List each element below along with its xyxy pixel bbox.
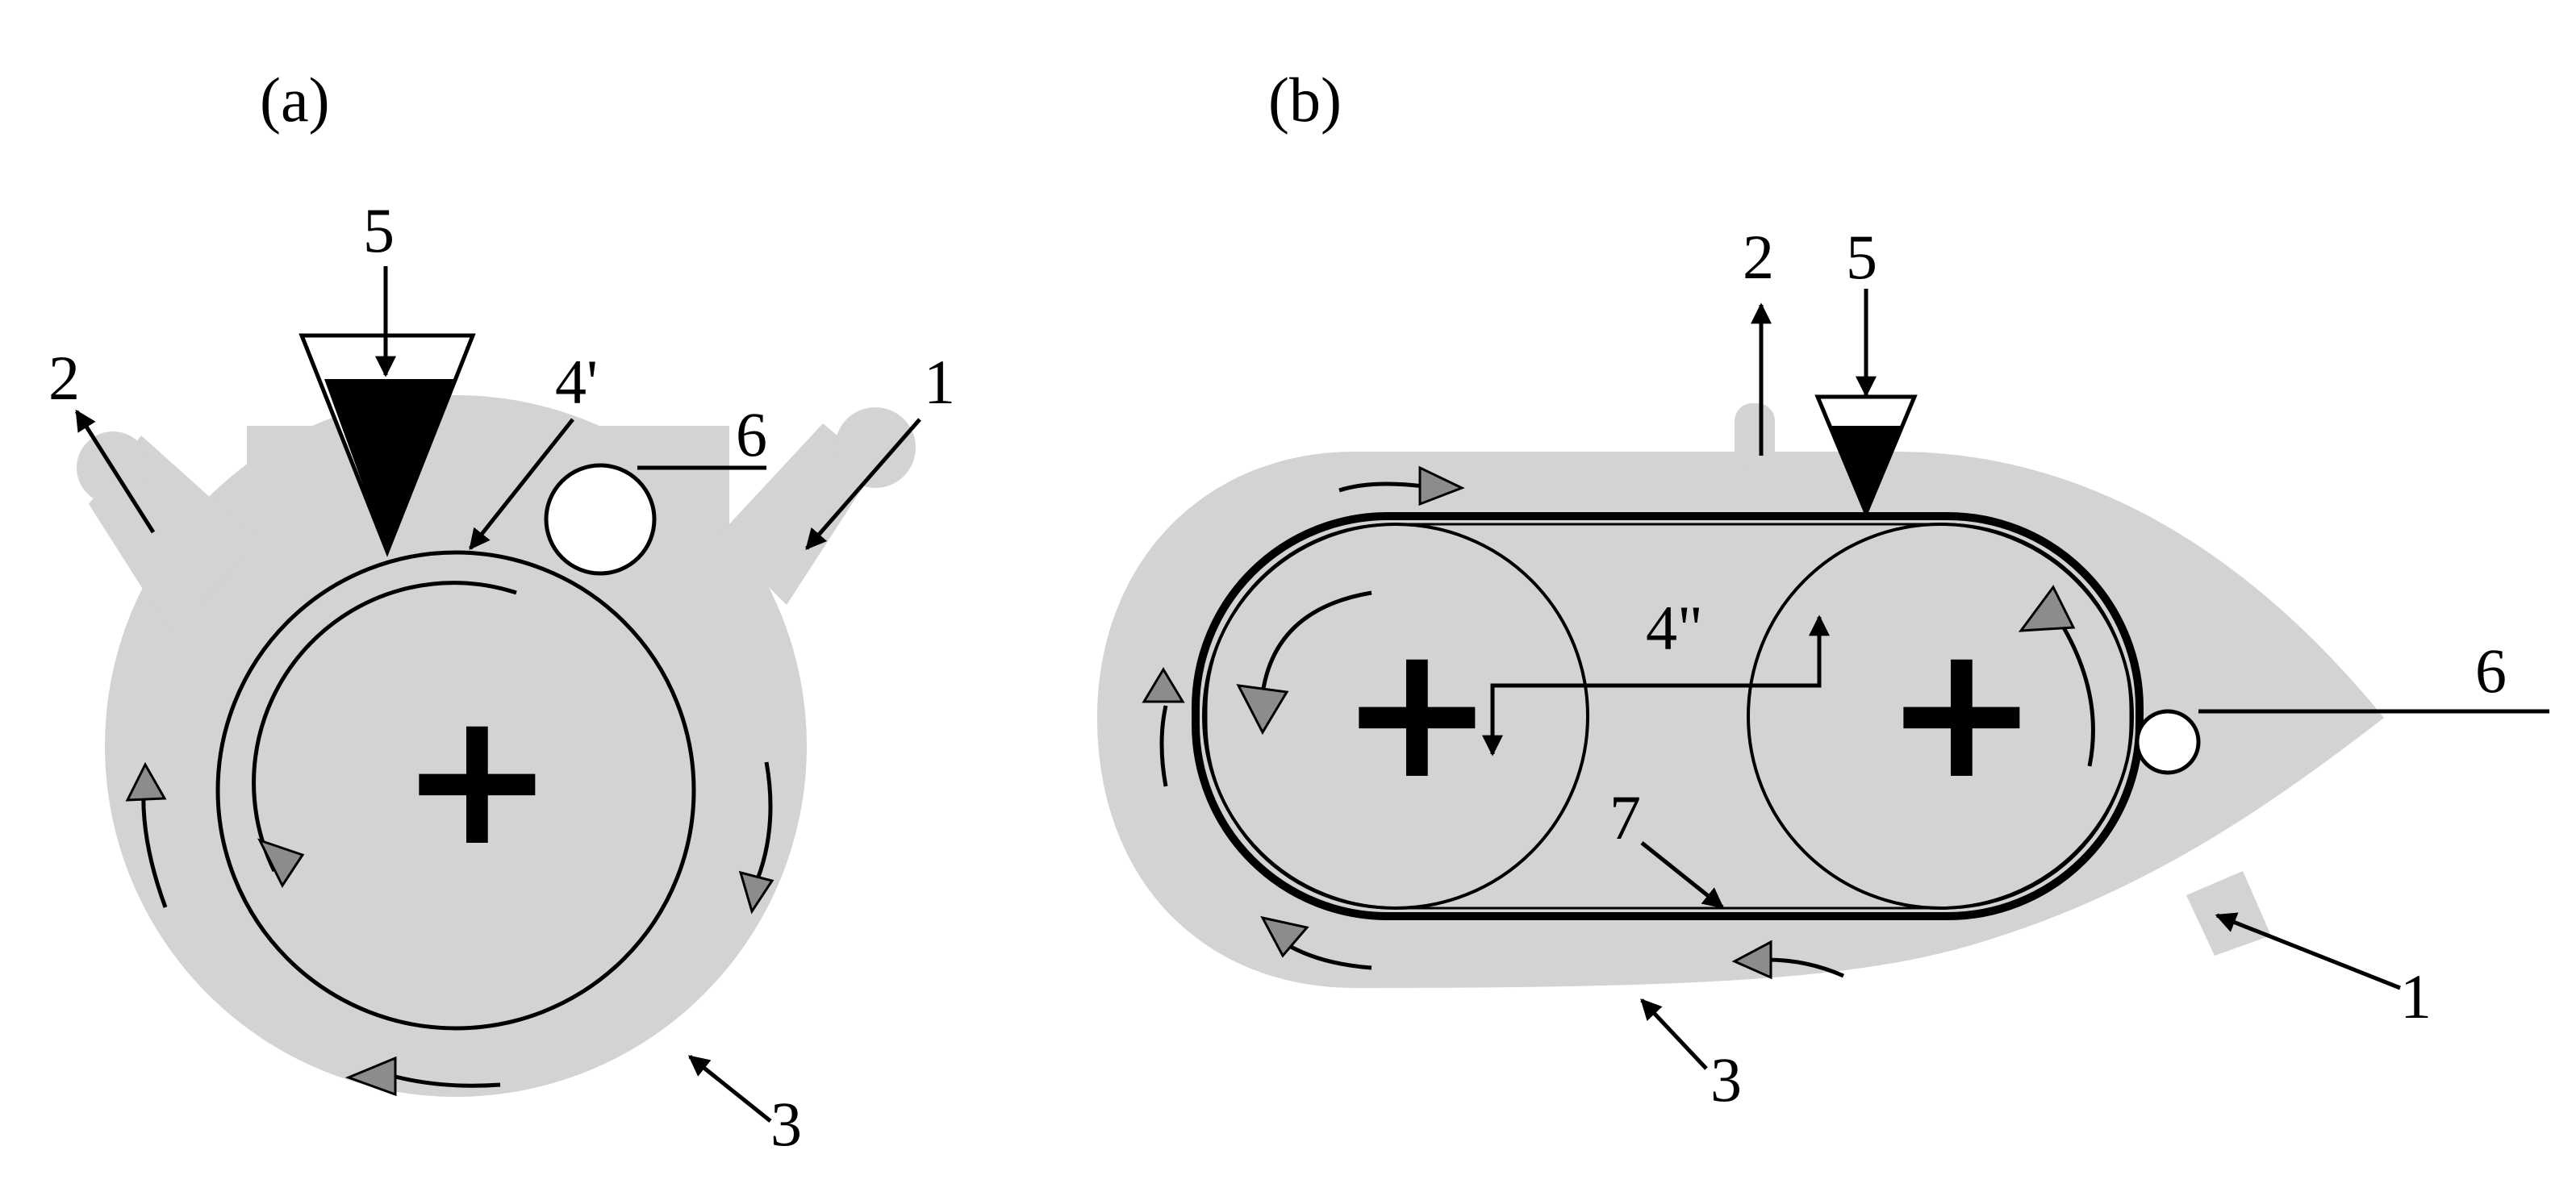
- panel-a-flow-arrowhead-right: [738, 870, 774, 915]
- panel-a-rotation-arrowhead: [257, 838, 305, 888]
- panel-b-label-6: 6: [2475, 636, 2507, 706]
- panel-b-label-2: 2: [1743, 222, 1774, 292]
- panel-a-label-2: 2: [48, 343, 80, 413]
- panel-b-flow-arrowhead-bottom-left: [1260, 915, 1309, 958]
- panel-b-flow-arrowhead-left: [1142, 667, 1185, 703]
- panel-b-center-mark-right: +: [1884, 605, 2040, 820]
- panel-a-flow-arrowhead-left: [125, 761, 167, 802]
- panel-a-center-mark: +: [399, 672, 555, 887]
- panel-a-roller: [544, 463, 657, 576]
- panel-b-pointers: [1640, 289, 2549, 1070]
- panel-a-drum: [215, 550, 696, 1031]
- panel-b-label-1: 1: [2400, 961, 2432, 1032]
- panel-b-rotation-arrowhead-left: [1236, 684, 1289, 736]
- panel-a-rotation-curve: [252, 581, 517, 873]
- panel-b-belt: [1192, 512, 2144, 920]
- panel-b-title: (b): [1268, 65, 1342, 135]
- panel-a-flow-arrowhead-bottom: [344, 1056, 397, 1097]
- panel-b-label-7: 7: [1609, 782, 1641, 852]
- panel-b-center-mark-left: +: [1339, 605, 1495, 820]
- panel-a-label-5: 5: [363, 195, 395, 265]
- panel-b-label-4: 4": [1646, 593, 1703, 663]
- panel-b-drum-left: [1202, 523, 1589, 910]
- panel-b-label-3: 3: [1710, 1044, 1742, 1115]
- panel-b: (b): [1097, 65, 2549, 1115]
- panel-a-label-3: 3: [770, 1089, 802, 1159]
- panel-b-connector-4: [1482, 615, 1830, 756]
- panel-b-roller: [2135, 709, 2201, 775]
- panel-a-label-6: 6: [736, 399, 767, 469]
- panel-b-housing: [1097, 403, 2384, 988]
- panel-b-flow-arrowhead-top: [1418, 465, 1465, 506]
- panel-b-drum-right: [1747, 523, 2134, 910]
- panel-a-label-1: 1: [924, 347, 955, 417]
- panel-b-rotation-arrowhead-right: [2018, 585, 2076, 632]
- panel-a-label-4: 4': [555, 347, 598, 417]
- panel-a-pointers: [74, 266, 921, 1123]
- panel-a: (a): [48, 65, 955, 1159]
- panel-b-flow-arrowhead-bottom-right: [1731, 940, 1772, 980]
- panel-a-title: (a): [260, 65, 330, 135]
- panel-a-housing: [77, 395, 916, 1097]
- panel-b-label-5: 5: [1846, 222, 1877, 292]
